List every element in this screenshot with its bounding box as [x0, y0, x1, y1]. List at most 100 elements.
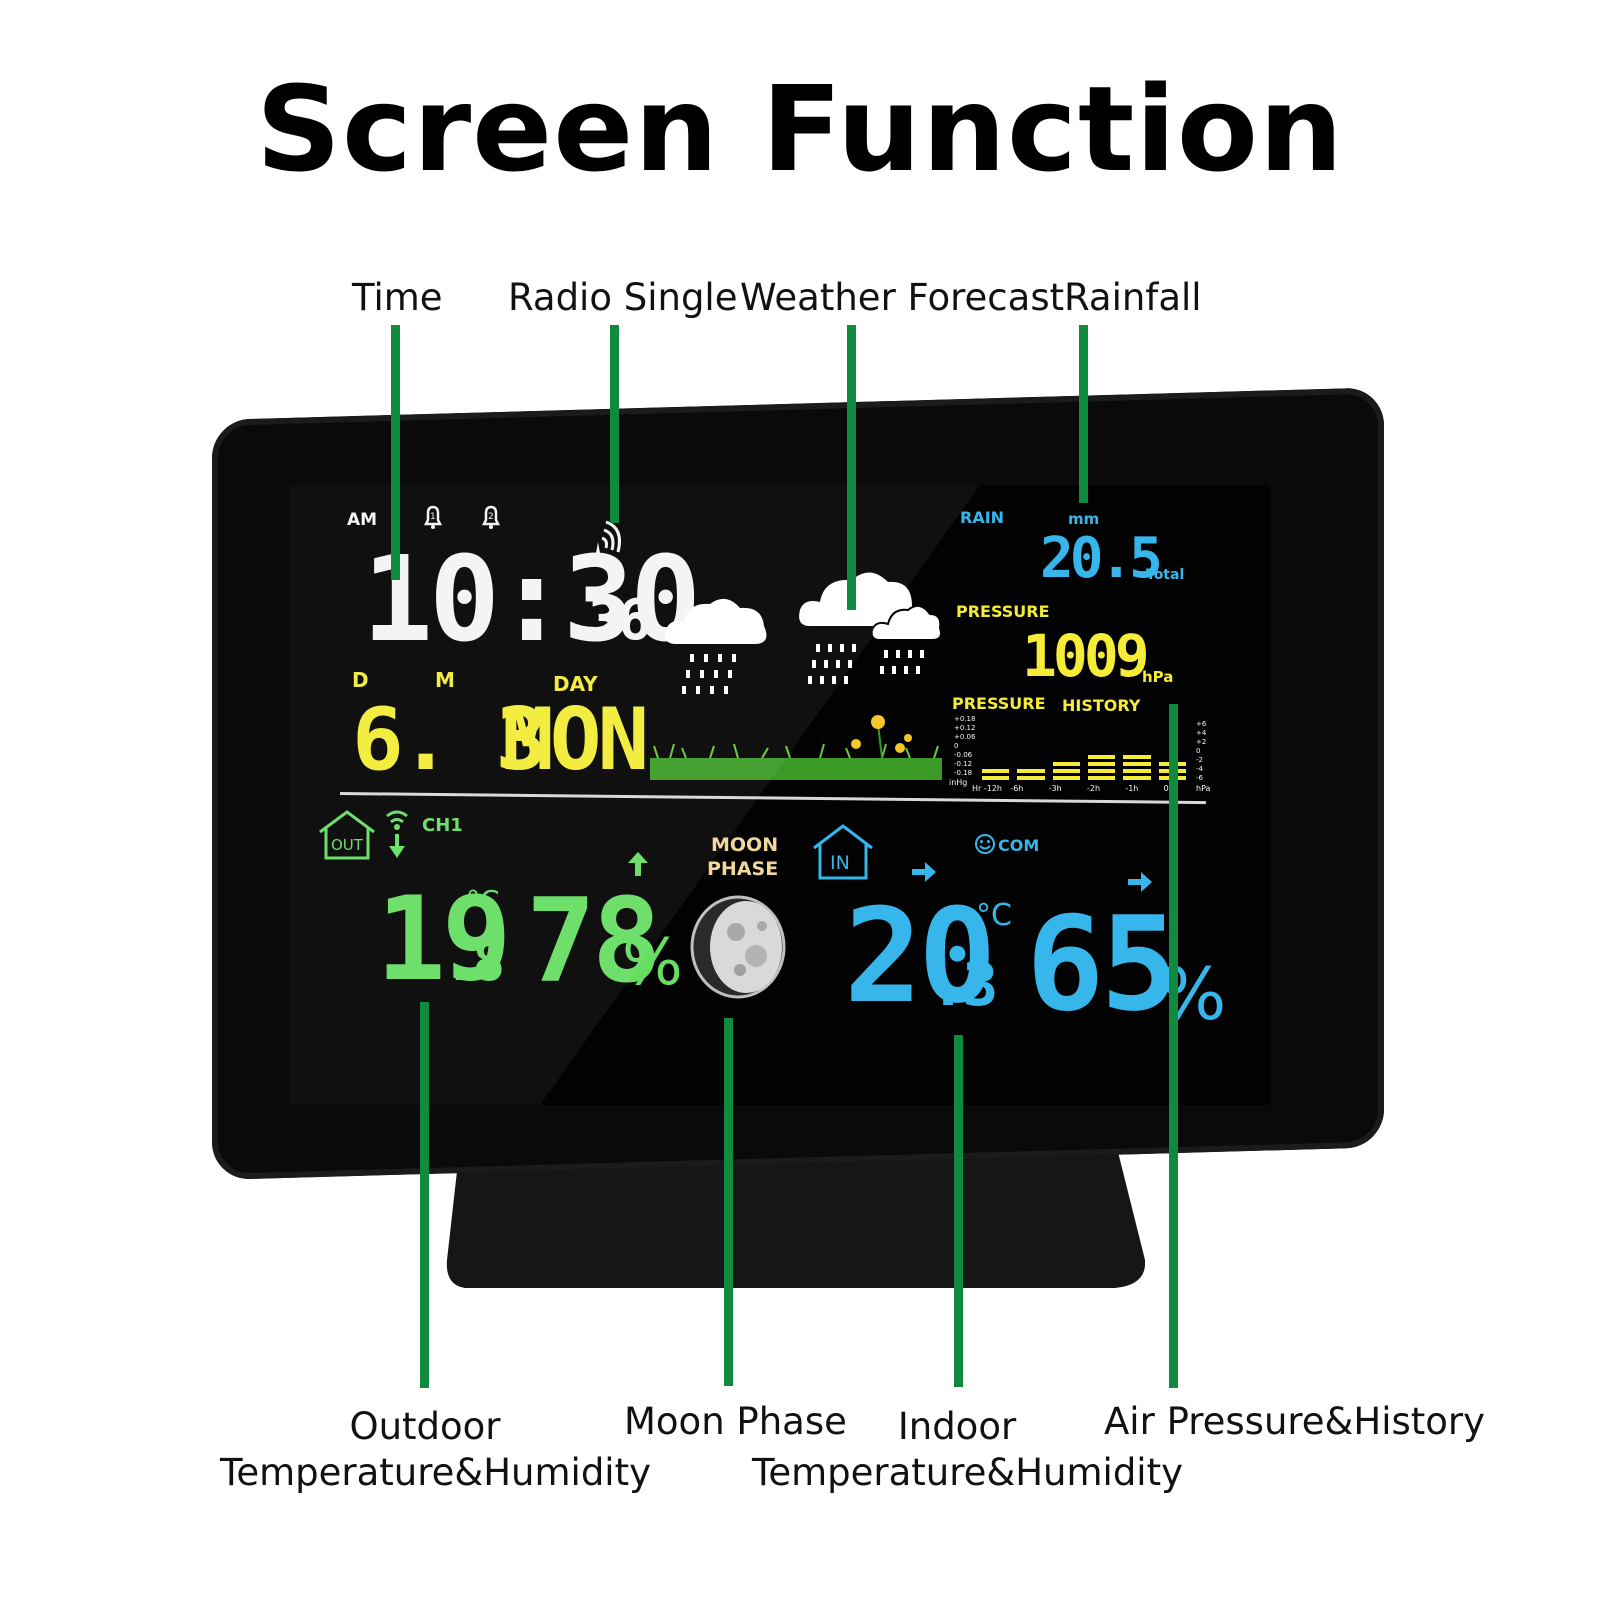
indoor-temp-decimal: .3	[930, 950, 998, 1020]
grass-flowers-graphic	[650, 715, 942, 780]
pressure-right-scale-tick: +2	[1196, 738, 1207, 746]
pressure-history-label-a: PRESSURE	[952, 694, 1046, 713]
leader-forecast	[847, 325, 856, 610]
date-label-month: M	[435, 668, 455, 692]
pressure-history-bar-segment	[1088, 776, 1116, 780]
leader-radio	[610, 325, 619, 523]
callout-radio-signal: Radio Single	[508, 276, 738, 319]
pressure-left-scale-tick: -0.12	[954, 760, 973, 768]
pressure-right-scale-tick: 0	[1196, 747, 1201, 755]
date-label-day: D	[352, 668, 369, 692]
svg-text:1: 1	[430, 512, 436, 522]
callout-air-pressure: Air Pressure&History	[1104, 1400, 1486, 1443]
pressure-history-hour-label: -6h	[1010, 784, 1024, 793]
outdoor-temp-int: 19	[376, 872, 512, 1007]
indoor-temp-trend-icon	[912, 862, 936, 882]
leader-rainfall	[1079, 325, 1088, 503]
callout-outdoor-line1: Outdoor	[349, 1405, 501, 1448]
pressure-history-bar-segment	[1017, 769, 1045, 773]
date-label-weekday: DAY	[553, 672, 598, 696]
svg-text:2: 2	[488, 512, 494, 522]
pressure-history-bar-segment	[1088, 762, 1116, 766]
leader-outdoor	[420, 1002, 429, 1388]
pressure-history-bar-segment	[1123, 769, 1151, 773]
rain-cloud-icon	[665, 598, 767, 694]
rain-unit: mm	[1068, 510, 1100, 528]
indoor-temp-int: 20	[844, 880, 997, 1032]
pressure-history-bar-segment	[1123, 762, 1151, 766]
pressure-history-hour-label: Hr -12h	[972, 784, 1002, 793]
callout-moon-phase: Moon Phase	[624, 1400, 847, 1443]
pressure-left-scale-tick: 0	[954, 742, 959, 750]
pressure-history-bar-segment	[1017, 776, 1045, 780]
pressure-left-scale-tick: -0.18	[954, 769, 973, 777]
pressure-left-scale-tick: +0.12	[954, 724, 976, 732]
pressure-history-bar-segment	[1052, 769, 1080, 773]
date-display: 6. 3	[352, 690, 547, 790]
indoor-humidity: 65	[1026, 888, 1179, 1040]
pressure-left-scale-tick: +0.18	[954, 715, 976, 723]
pressure-left-scale-tick: +0.06	[954, 733, 976, 741]
indoor-badge-text: IN	[830, 852, 850, 874]
pressure-right-scale-tick: -6	[1196, 774, 1203, 782]
pressure-history-hour-label: 0	[1163, 784, 1169, 793]
comfort-label: COM	[998, 836, 1040, 855]
callout-time: Time	[352, 276, 443, 319]
leader-indoor	[954, 1035, 963, 1387]
pressure-left-scale-tick: -0.06	[954, 751, 973, 759]
pressure-history-bar-segment	[1123, 755, 1151, 759]
outdoor-temp-decimal: .8	[444, 930, 505, 993]
callout-rainfall: Rainfall	[1064, 276, 1202, 319]
outdoor-temp-unit: °C	[466, 884, 500, 917]
pressure-right-scale-tick: +6	[1196, 720, 1207, 728]
outdoor-channel: CH1	[422, 815, 463, 836]
callout-indoor-line1: Indoor	[897, 1405, 1017, 1448]
callout-outdoor-line2: Temperature&Humidity	[220, 1451, 651, 1494]
comfort-smiley-icon	[975, 834, 995, 854]
leader-moon	[724, 1018, 733, 1386]
pressure-history-bar-segment	[982, 769, 1010, 773]
rain-total-value: 20.5	[1040, 526, 1163, 591]
pressure-right-scale-tick: +4	[1196, 729, 1207, 737]
callout-indoor-line2: Temperature&Humidity	[752, 1451, 1183, 1494]
outdoor-badge-text: OUT	[331, 836, 364, 854]
indoor-house-icon: IN	[813, 824, 873, 880]
indoor-temp-unit: °C	[976, 898, 1012, 933]
am-indicator: AM	[347, 510, 378, 530]
outdoor-signal-icon	[386, 810, 408, 858]
alarm2-bell-icon: 2	[481, 505, 501, 529]
pressure-history-hour-label: -3h	[1048, 784, 1062, 793]
pressure-history-bar-segment	[1088, 755, 1116, 759]
outdoor-house-icon: OUT	[319, 810, 375, 860]
pressure-history-hour-label: -1h	[1125, 784, 1139, 793]
pressure-right-unit: hPa	[1196, 784, 1211, 793]
seconds-display: 36	[588, 588, 651, 653]
outdoor-humidity-unit: %	[622, 926, 683, 1000]
time-display: 10:30	[362, 530, 701, 668]
page-title: Screen Function	[256, 60, 1344, 198]
indoor-humidity-trend-icon	[1128, 872, 1152, 892]
pressure-history-bar-segment	[1088, 769, 1116, 773]
callout-indoor: Indoor Temperature&Humidity	[752, 1404, 1183, 1496]
pressure-history-bar-segment	[1052, 762, 1080, 766]
weekday-display: MON	[502, 690, 649, 790]
leader-time	[391, 325, 400, 580]
pressure-history-bar-segment	[982, 776, 1010, 780]
moon-phase-label-2: PHASE	[707, 858, 779, 880]
outdoor-humidity: 78	[526, 874, 662, 1009]
callout-weather-forecast: Weather Forecast	[740, 276, 1065, 319]
pressure-value: 1009	[1022, 622, 1150, 690]
radio-signal-icon	[594, 520, 621, 564]
pressure-history-bar-segment	[1052, 776, 1080, 780]
rain-label: RAIN	[960, 508, 1005, 527]
outdoor-trend-up-icon	[628, 852, 648, 876]
pressure-history-bar-segment	[1123, 776, 1151, 780]
pressure-right-scale-tick: -2	[1196, 756, 1203, 764]
pressure-right-scale-tick: -4	[1196, 765, 1203, 773]
callout-outdoor: Outdoor Temperature&Humidity	[220, 1404, 651, 1496]
rain-total-label: Total	[1146, 567, 1185, 583]
moon-phase-icon	[690, 895, 786, 999]
